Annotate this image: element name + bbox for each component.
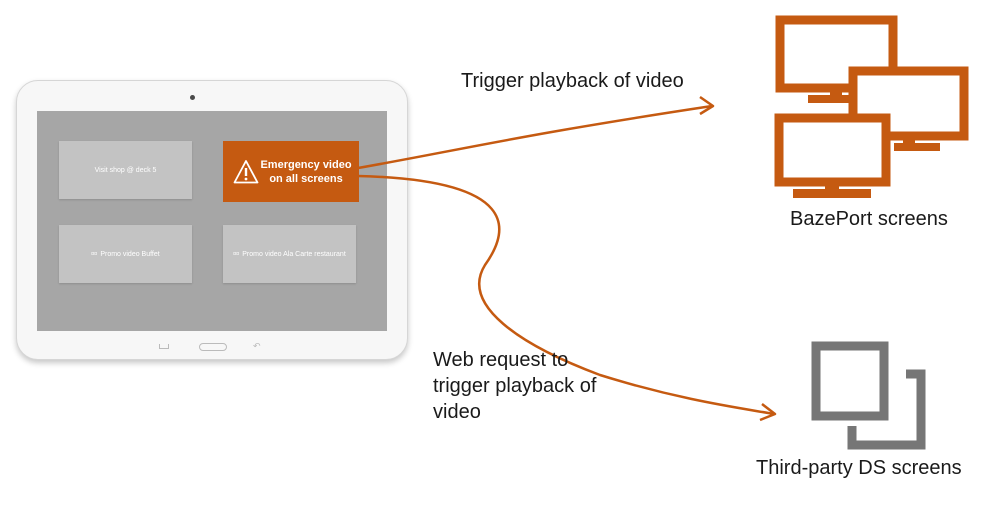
tablet: Visit shop @ deck 5 Emergency video on a… [16,80,408,360]
tile-label: Visit shop @ deck 5 [94,166,157,174]
tile-visit-shop[interactable]: Visit shop @ deck 5 [59,141,192,199]
tile-promo-buffet[interactable]: ᶛᶛ Promo video Buffet [59,225,192,283]
tablet-nav-bar: ↶ [17,339,407,351]
cutlery-icon: ᶛᶛ [91,249,98,259]
arrow-label-trigger: Trigger playback of video [461,70,684,92]
emergency-label: Emergency video on all screens [260,158,352,185]
arrow-label-web-request: Web request to trigger playback of video [433,349,597,423]
tile-emergency[interactable]: Emergency video on all screens [223,141,359,202]
cutlery-icon: ᶛᶛ [233,249,240,259]
home-button[interactable] [199,343,227,351]
tile-label: Promo video Buffet [100,250,160,258]
third-party-label: Third-party DS screens [756,457,962,479]
arrowhead-bazeport [699,95,715,116]
arrow-to-third-party [357,174,775,416]
recent-apps-icon: ↶ [253,341,261,351]
tablet-screen: Visit shop @ deck 5 Emergency video on a… [37,111,387,331]
arrowhead-third-party [759,403,777,422]
camera-dot [190,95,195,100]
bazeport-label: BazePort screens [790,208,948,230]
arrow-to-bazeport [357,104,713,170]
warning-triangle-icon [233,159,259,183]
tile-promo-ala-carte[interactable]: ᶛᶛ Promo video Ala Carte restaurant [223,225,356,283]
monitor-icon [774,113,891,198]
back-icon [159,344,169,349]
overlapping-squares-icon [811,341,926,450]
tile-label: Promo video Ala Carte restaurant [242,250,346,258]
